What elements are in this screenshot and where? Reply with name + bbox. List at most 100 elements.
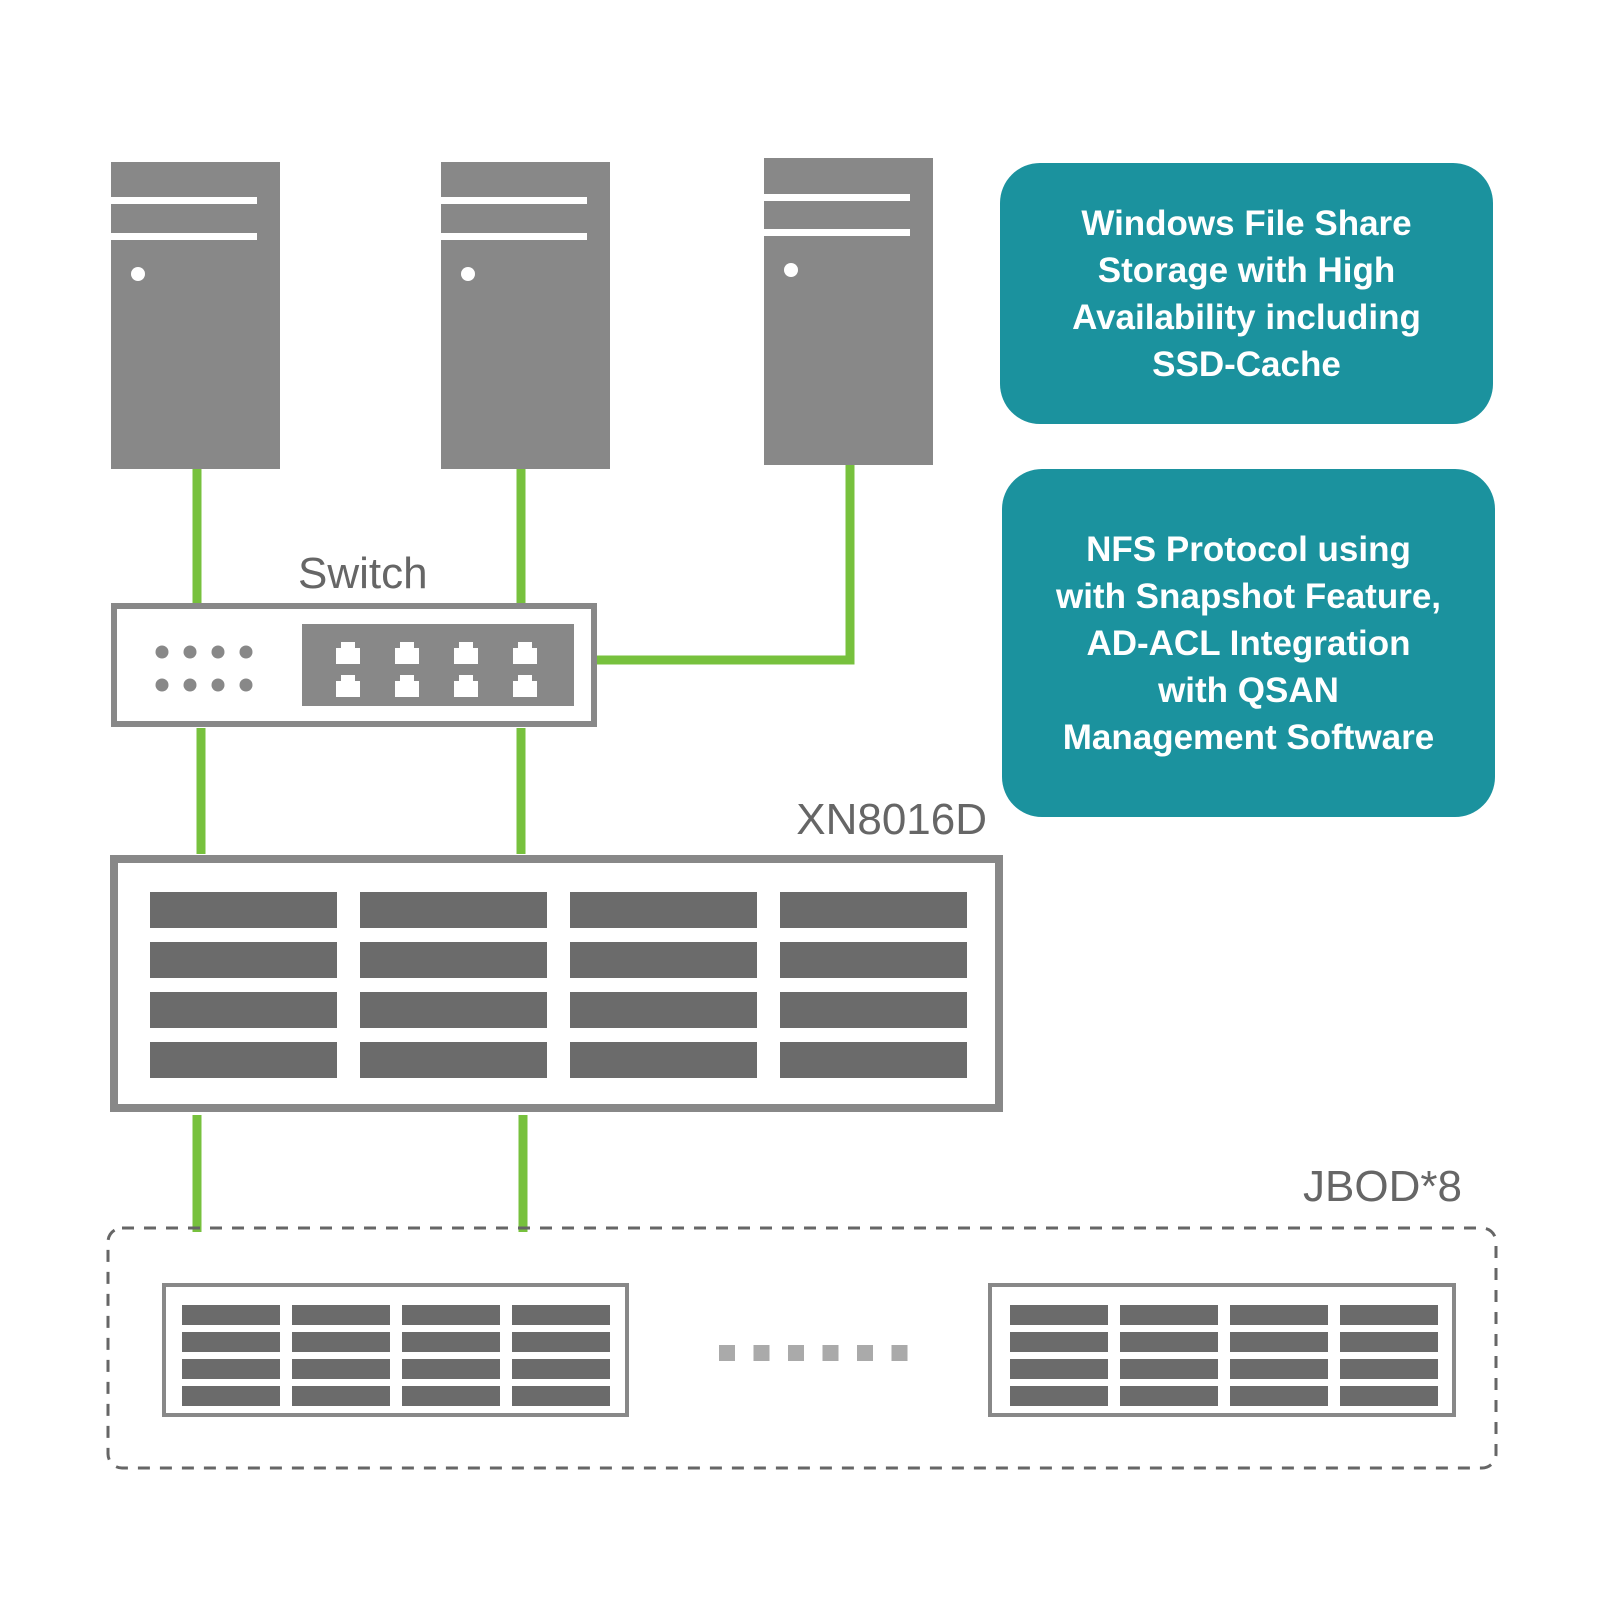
power-led-icon (784, 263, 798, 277)
ellipsis-dot (822, 1345, 839, 1361)
drive-bay (150, 992, 337, 1028)
status-led-icon (239, 645, 253, 659)
drive-bay (402, 1359, 500, 1379)
drive-bay (1340, 1386, 1438, 1406)
drive-bay (402, 1386, 500, 1406)
jbod-group-boundary (106, 1226, 1498, 1470)
drive-bay (1010, 1332, 1108, 1352)
info-panel-text: Windows File Share Storage with High Ava… (1072, 200, 1421, 388)
jbod-enclosure-first (162, 1283, 629, 1417)
drive-bay (512, 1359, 610, 1379)
info-panel-line: Management Software (1062, 717, 1435, 757)
drive-bay (780, 892, 967, 928)
storage-controller-xn8016d (110, 855, 1003, 1112)
drive-bay (1010, 1305, 1108, 1325)
connection-links (192, 464, 855, 1232)
status-led-icon (239, 678, 253, 692)
link-server-3-switch (594, 464, 855, 665)
network-switch (111, 603, 597, 727)
switch-ports (336, 642, 537, 697)
drive-bay (1120, 1332, 1218, 1352)
info-panel-line: AD-ACL Integration (1086, 623, 1411, 663)
jbod-label: JBOD*8 (1303, 1162, 1462, 1211)
drive-bay (402, 1305, 500, 1325)
drive-bay (780, 1042, 967, 1078)
info-panel-line: Storage with High (1097, 250, 1396, 290)
info-panel-windows-file-share: Windows File Share Storage with High Ava… (1000, 163, 1493, 424)
ethernet-port-icon (395, 642, 419, 664)
server-tower-3 (764, 158, 933, 465)
drive-bay (570, 992, 757, 1028)
ethernet-port-icon (336, 642, 360, 664)
drive-bay (292, 1332, 390, 1352)
drive-bay (182, 1359, 280, 1379)
status-led-icon (155, 645, 169, 659)
switch-status-leds (155, 645, 253, 692)
ethernet-port-icon (454, 675, 478, 697)
ellipsis-dot (857, 1345, 873, 1361)
info-panel-nfs-protocol: NFS Protocol using with Snapshot Feature… (1002, 469, 1495, 817)
drive-bay (1340, 1332, 1438, 1352)
drive-bay (292, 1359, 390, 1379)
drive-bay (1230, 1386, 1328, 1406)
power-led-icon (131, 267, 145, 281)
drive-bay (360, 942, 547, 978)
ellipsis-dot (891, 1345, 908, 1361)
drive-bay (1230, 1332, 1328, 1352)
drive-bay (1120, 1305, 1218, 1325)
jbod-drive-bays (1010, 1305, 1438, 1406)
drive-bay (182, 1305, 280, 1325)
switch-label: Switch (298, 549, 428, 598)
ethernet-port-icon (513, 675, 537, 697)
ellipsis-dot (719, 1345, 735, 1361)
status-led-icon (183, 645, 197, 659)
drive-bay (182, 1332, 280, 1352)
server-tower-2 (441, 162, 610, 469)
drive-bay (1340, 1359, 1438, 1379)
drive-bay (570, 892, 757, 928)
info-panel-line: SSD-Cache (1152, 344, 1341, 384)
drive-bay (360, 992, 547, 1028)
info-panel-line: NFS Protocol using (1086, 529, 1411, 569)
drive-bay (1010, 1386, 1108, 1406)
ethernet-port-icon (395, 675, 419, 697)
info-panel-line: Availability including (1072, 297, 1421, 337)
power-led-icon (461, 267, 475, 281)
drive-bay (150, 942, 337, 978)
ethernet-port-icon (336, 675, 360, 697)
drive-bay (1340, 1305, 1438, 1325)
drive-bay (1230, 1359, 1328, 1379)
status-led-icon (211, 645, 225, 659)
drive-bay (512, 1305, 610, 1325)
ellipsis-dot (753, 1345, 770, 1361)
jbod-drive-bays (182, 1305, 610, 1406)
info-panel-text: NFS Protocol using with Snapshot Feature… (1056, 526, 1441, 761)
ethernet-port-icon (454, 642, 478, 664)
ellipsis-dot (788, 1345, 804, 1361)
drive-bay (182, 1386, 280, 1406)
drive-bay (360, 1042, 547, 1078)
drive-bay (150, 1042, 337, 1078)
drive-bay (570, 1042, 757, 1078)
drive-bay (512, 1386, 610, 1406)
info-panel-line: with Snapshot Feature, (1055, 576, 1442, 616)
info-panel-line: Windows File Share (1081, 203, 1412, 243)
status-led-icon (211, 678, 225, 692)
drive-bay (1120, 1359, 1218, 1379)
drive-bay (1230, 1305, 1328, 1325)
status-led-icon (183, 678, 197, 692)
status-led-icon (155, 678, 169, 692)
jbod-ellipsis-dots (719, 1345, 908, 1361)
controller-label: XN8016D (796, 795, 987, 844)
drive-bay (780, 992, 967, 1028)
jbod-enclosure-last (988, 1283, 1456, 1417)
controller-drive-bays (150, 892, 967, 1078)
drive-bay (512, 1332, 610, 1352)
drive-bay (780, 942, 967, 978)
drive-bay (1010, 1359, 1108, 1379)
drive-bay (150, 892, 337, 928)
drive-bay (402, 1332, 500, 1352)
drive-bay (1120, 1386, 1218, 1406)
server-tower-1 (111, 162, 280, 469)
